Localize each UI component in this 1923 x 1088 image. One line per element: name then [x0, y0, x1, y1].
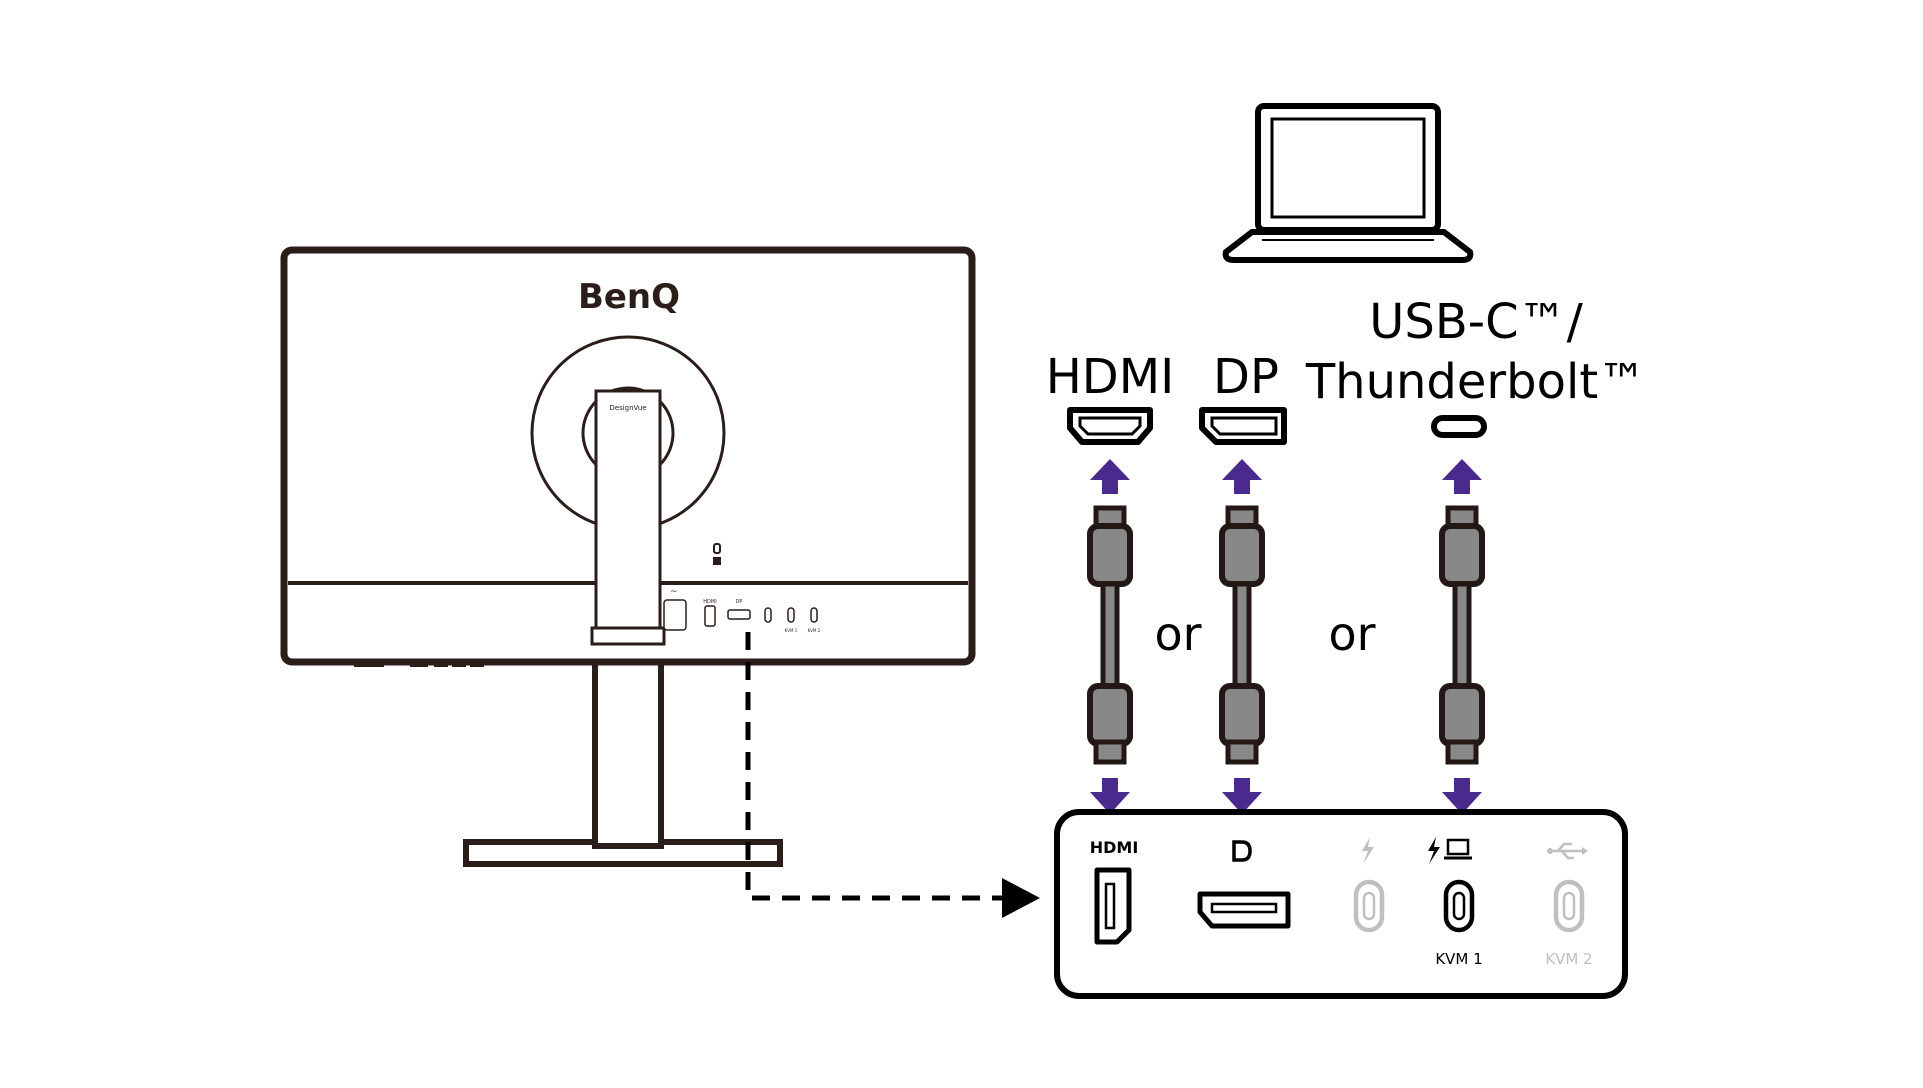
mini-kvm2-label: KVM 2 [808, 628, 821, 633]
dp-down-arrow [1222, 778, 1262, 814]
kvm2-label: KVM 2 [1545, 950, 1592, 968]
dp-plug-body-top [1219, 523, 1265, 587]
mini-kvm1-label: KVM 1 [785, 628, 798, 633]
dp-cable-line [1232, 581, 1252, 691]
dp-logo-icon [1232, 840, 1252, 862]
hdmi-cable-line [1100, 581, 1120, 691]
stand-label: DesignVue [609, 404, 646, 412]
usbc-plug-body-top [1439, 523, 1485, 587]
mini-hdmi-label: HDMI [703, 599, 716, 605]
mini-dp-port [727, 609, 751, 620]
kvm1-port [1443, 879, 1475, 933]
dp-label: DP [1213, 349, 1279, 405]
dp-plug-tip-bottom [1225, 739, 1259, 765]
kvm2-port [1553, 879, 1585, 933]
port-panel-frame [1054, 809, 1628, 999]
dp-connector-icon [1199, 407, 1287, 445]
mini-port-row: ~ HDMI DP KVM 1 KVM 2 [663, 587, 821, 633]
hdmi-plug-tip-bottom [1093, 739, 1127, 765]
power-symbol-icon: ~ [670, 587, 678, 597]
monitor-button [434, 660, 448, 667]
mini-dp-label: DP [736, 599, 743, 605]
usbc-connector-icon [1431, 415, 1487, 438]
usbc-plug-body-bottom [1439, 683, 1485, 747]
mini-hdmi-port [704, 605, 716, 627]
hdmi-port-inner [1104, 882, 1116, 930]
usb-icon-inactive [1547, 842, 1588, 860]
benq-logo: BenQ [578, 277, 680, 317]
thunderbolt-icon [1428, 837, 1440, 864]
port-panel: HDMI KVM 1 KVM 2 [1054, 809, 1628, 999]
laptop-icon [1222, 103, 1474, 263]
laptop-small-icon [1444, 838, 1472, 860]
thunderbolt-port-inactive [1353, 879, 1385, 933]
cables-group [1087, 459, 1485, 814]
hdmi-plug-body-bottom [1087, 683, 1133, 747]
stand-column [594, 389, 662, 632]
usbc-label-line2: Thunderbolt™ [1305, 354, 1646, 410]
callout-arrow-head [1002, 878, 1040, 918]
dp-up-arrow [1222, 459, 1262, 494]
monitor-power-button [354, 660, 384, 667]
usbc-down-arrow [1442, 778, 1482, 814]
monitor-rear-view: BenQ DesignVue ~ HDMI DP KVM 1 KVM 2 [280, 246, 976, 867]
hdmi-down-arrow [1090, 778, 1130, 814]
dp-plug-body-bottom [1219, 683, 1265, 747]
kvm1-port-inner [1452, 891, 1466, 921]
dp-port-inner [1210, 902, 1278, 914]
kvm2-port-inner [1562, 891, 1576, 921]
mini-kvm1-port [787, 607, 795, 623]
or-label-2: or [1328, 607, 1375, 661]
usbc-up-arrow [1442, 459, 1482, 494]
mini-tb-port [764, 607, 772, 623]
or-label-1: or [1154, 607, 1201, 661]
mini-kvm2-port [810, 607, 818, 623]
dp-cable [1219, 459, 1265, 814]
kvm1-label: KVM 1 [1435, 950, 1482, 968]
monitor-stand-neck [592, 637, 664, 849]
hdmi-cable [1087, 459, 1133, 814]
hdmi-port-symbol: HDMI [1090, 838, 1139, 857]
usbc-cable-line [1452, 581, 1472, 691]
stand-collar [590, 626, 666, 646]
hdmi-label: HDMI [1046, 349, 1175, 405]
thunderbolt-icon-inactive [1362, 837, 1374, 864]
lock-icon [713, 543, 721, 565]
usbc-plug-tip-bottom [1445, 739, 1479, 765]
dp-connector-inner [1210, 416, 1278, 436]
dp-port [1197, 891, 1291, 929]
monitor-button [410, 660, 428, 667]
thunderbolt-port-inactive-inner [1362, 891, 1376, 921]
monitor-button [470, 660, 484, 667]
hdmi-up-arrow [1090, 459, 1130, 494]
callout-dashed-arrow [745, 632, 1002, 901]
hdmi-connector-inner [1078, 416, 1142, 436]
monitor-button [452, 660, 466, 667]
usbc-label-line1: USB-C™/ [1369, 294, 1583, 350]
usbc-cable [1439, 459, 1485, 814]
mini-power-port [663, 599, 687, 631]
hdmi-plug-body-top [1087, 523, 1133, 587]
